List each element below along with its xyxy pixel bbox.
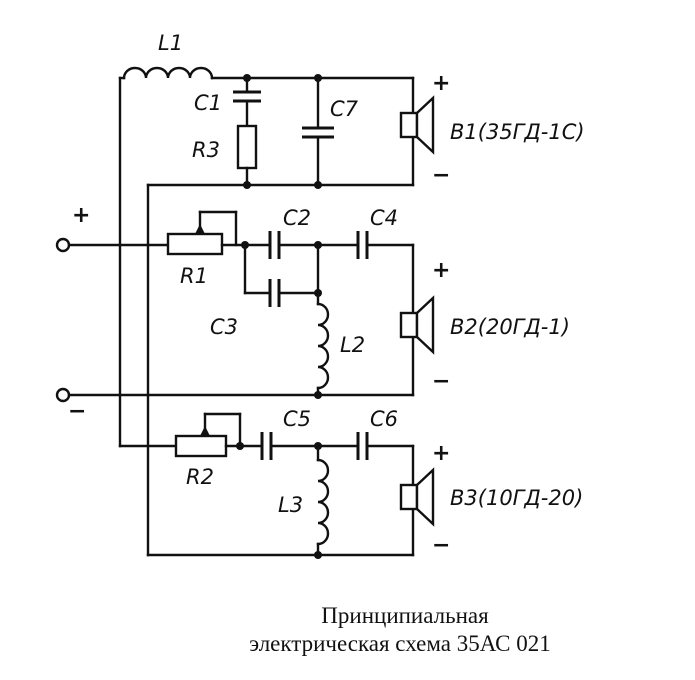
label-b3: B3(10ГД-20) xyxy=(450,486,583,510)
b3-plus-sign: + xyxy=(432,441,450,466)
label-c1: C1 xyxy=(194,91,222,115)
speaker-b3-icon xyxy=(399,444,435,557)
label-c3: C3 xyxy=(210,315,238,339)
label-r1: R1 xyxy=(180,264,208,288)
label-r2: R2 xyxy=(186,465,214,489)
label-b2: B2(20ГД-1) xyxy=(450,315,570,339)
input-plus-sign: + xyxy=(72,203,90,228)
label-r3: R3 xyxy=(192,138,220,162)
label-c4: C4 xyxy=(370,206,398,230)
caption-line-1: Принципиальная xyxy=(321,603,489,628)
b1-minus-sign: − xyxy=(432,163,450,188)
label-l2: L2 xyxy=(340,333,365,357)
capacitor-c3 xyxy=(243,243,320,307)
capacitor-c1 xyxy=(233,76,261,128)
capacitor-c2 xyxy=(243,231,320,259)
input-minus-sign: − xyxy=(68,399,86,424)
speaker-b2-icon xyxy=(399,243,435,397)
capacitor-c4 xyxy=(316,231,415,259)
inductor-l1 xyxy=(118,66,249,80)
minus-bus xyxy=(67,183,415,557)
b1-plus-sign: + xyxy=(432,71,450,96)
junction-dot xyxy=(314,74,322,82)
resistor-r3 xyxy=(236,124,258,187)
inductor-l3 xyxy=(316,444,330,557)
label-c6: C6 xyxy=(370,407,398,431)
caption-line-2: электрическая схема 35АС 021 xyxy=(249,631,551,656)
b2-minus-sign: − xyxy=(432,369,450,394)
label-b1: B1(35ГД-1С) xyxy=(450,120,585,144)
junction-dot xyxy=(243,181,251,189)
junction-dot xyxy=(314,391,322,399)
input-terminal-plus xyxy=(55,237,71,253)
speaker-b1-icon xyxy=(399,76,435,187)
plus-bus xyxy=(67,76,178,448)
label-l3: L3 xyxy=(278,493,303,517)
capacitor-c7 xyxy=(302,76,334,187)
label-c7: C7 xyxy=(330,97,359,121)
label-l1: L1 xyxy=(158,31,183,55)
b3-minus-sign: − xyxy=(432,533,450,558)
potentiometer-r2 xyxy=(174,412,264,458)
b2-plus-sign: + xyxy=(432,258,450,283)
capacitor-c5 xyxy=(260,432,320,460)
junction-dot xyxy=(236,442,244,450)
label-c2: C2 xyxy=(283,206,311,230)
capacitor-c6 xyxy=(316,432,415,460)
inductor-l2 xyxy=(316,291,330,397)
junction-dot xyxy=(243,74,251,82)
junction-dot xyxy=(314,181,322,189)
junction-dot xyxy=(314,551,322,559)
label-c5: C5 xyxy=(283,407,311,431)
potentiometer-r1 xyxy=(166,210,247,256)
